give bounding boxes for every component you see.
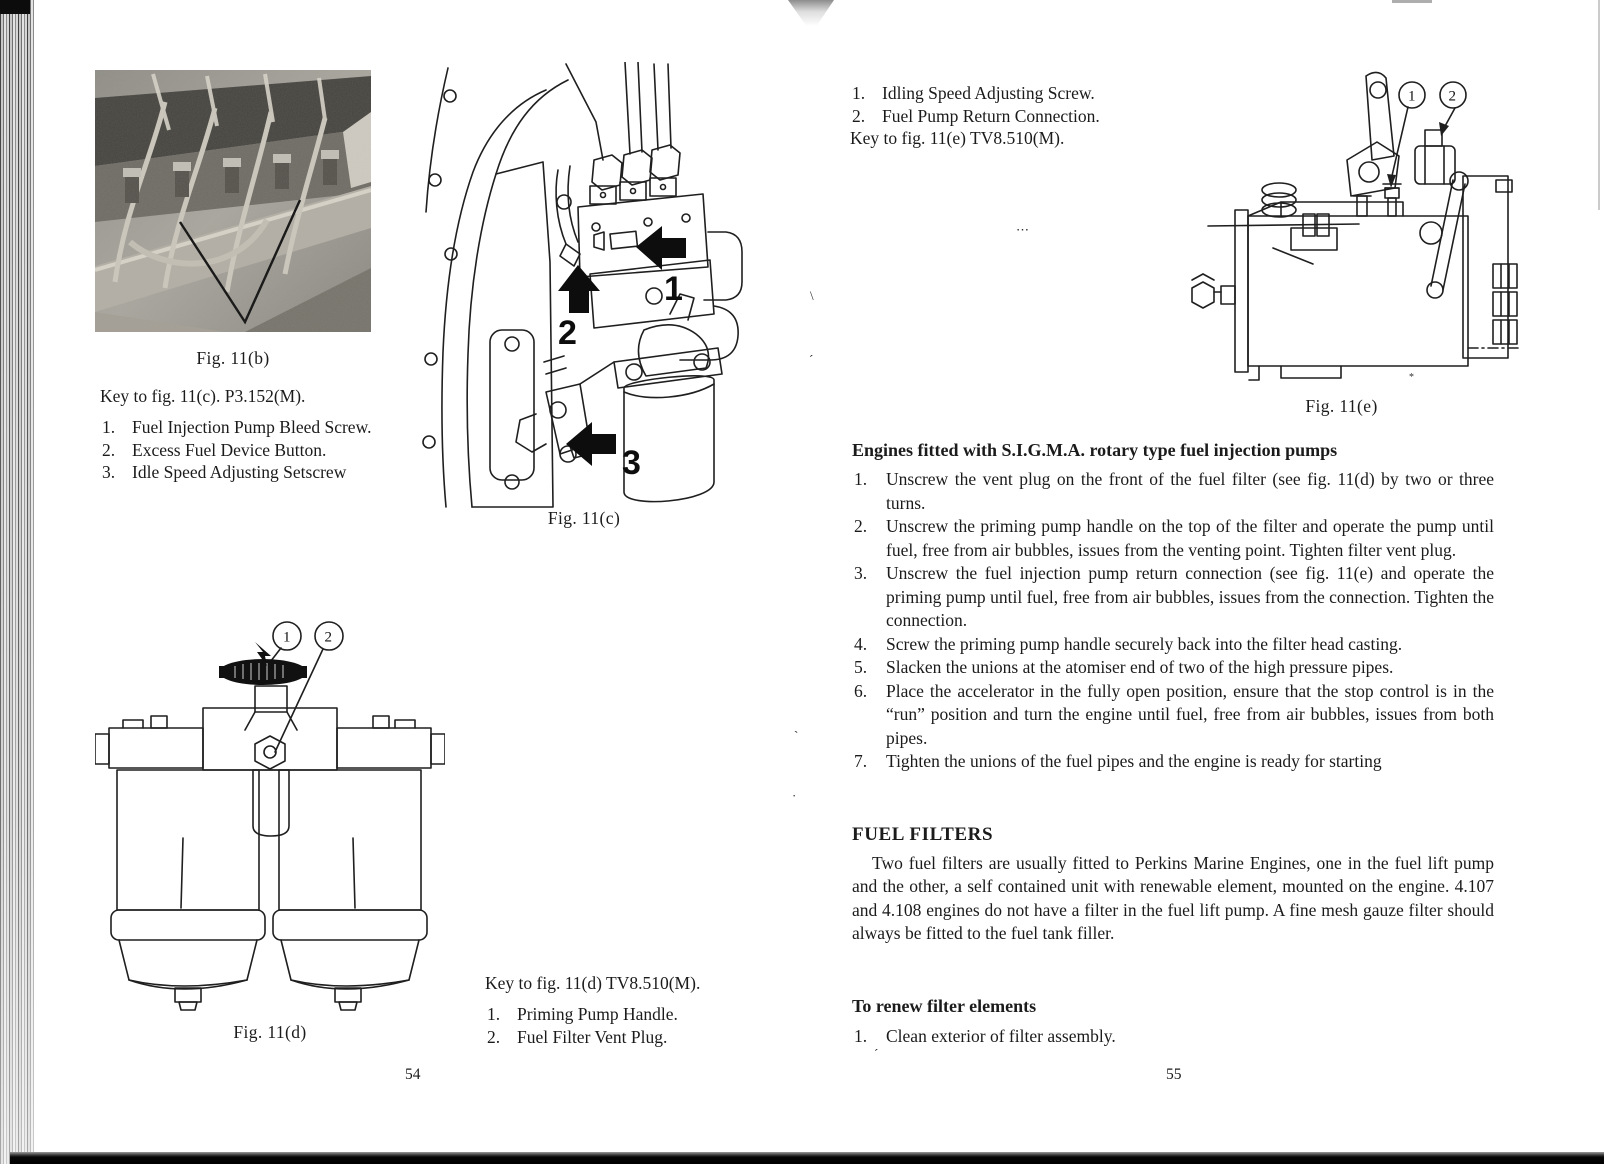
renew-steps-list: 1. Clean exterior of filter assembly. bbox=[852, 1025, 1494, 1049]
fuel-filters-paragraph: Two fuel filters are usually fitted to P… bbox=[852, 853, 1494, 943]
key-11e-title: Key to fig. 11(e) TV8.510(M). bbox=[850, 128, 1065, 148]
figure-11e-drawing: 1 2 * bbox=[1163, 68, 1520, 386]
procedure-step: 1. Clean exterior of filter assembly. bbox=[854, 1026, 1116, 1046]
scan-top-mark bbox=[1392, 0, 1432, 3]
key-item: 2. Excess Fuel Device Button. bbox=[102, 439, 327, 460]
procedure-step: 6. Place the accelerator in the fully op… bbox=[854, 680, 1494, 748]
key-to-fig-11d: Key to fig. 11(d) TV8.510(M). 1. Priming… bbox=[485, 973, 785, 1049]
procedure-step: 5. Slacken the unions at the atomiser en… bbox=[854, 657, 1394, 677]
key-item: 1. Fuel Injection Pump Bleed Screw. bbox=[102, 417, 372, 437]
scan-binding-edge bbox=[0, 0, 34, 1164]
priming-plug bbox=[1261, 182, 1297, 218]
figure-11e-caption: Fig. 11(e) bbox=[1305, 396, 1378, 416]
delivery-ports bbox=[1492, 263, 1518, 345]
renew-elements-heading: To renew filter elements bbox=[852, 996, 1037, 1016]
arrow-1 bbox=[636, 226, 686, 270]
scan-bottom-shadow bbox=[10, 1152, 1604, 1164]
scan-speck: ´ bbox=[809, 352, 814, 367]
procedure-step: 1. Unscrew the vent plug on the front of… bbox=[854, 469, 1494, 513]
excess-fuel-button bbox=[559, 243, 581, 267]
callout-1: 1 bbox=[283, 630, 291, 646]
arrow-2 bbox=[558, 265, 600, 313]
scan-corner-mark bbox=[0, 0, 30, 14]
figure-11c-drawing: 1 2 3 bbox=[418, 62, 750, 509]
sigma-steps-list: 1. Unscrew the vent plug on the front of… bbox=[852, 468, 1494, 774]
key-item: 1. Priming Pump Handle. bbox=[487, 1004, 678, 1024]
procedure-step: 4. Screw the priming pump handle securel… bbox=[854, 633, 1403, 654]
key-11d-title: Key to fig. 11(d) TV8.510(M). bbox=[485, 973, 701, 993]
scan-right-edge-mark bbox=[1598, 0, 1600, 210]
scan-speck: * bbox=[1409, 372, 1414, 383]
key-11e-list: 1. Idling Speed Adjusting Screw. 2. Fuel… bbox=[850, 82, 1180, 127]
page-number-left: 54 bbox=[405, 1066, 421, 1083]
figure-11b-caption: Fig. 11(b) bbox=[196, 348, 270, 368]
scan-speck: ⋯ bbox=[1016, 222, 1029, 237]
callout-2: 2 bbox=[325, 630, 333, 646]
key-11c-list: 1. Fuel Injection Pump Bleed Screw. 2. E… bbox=[100, 416, 410, 484]
key-item: 3. Idle Speed Adjusting Setscrew bbox=[102, 462, 347, 482]
idling-speed-screw bbox=[1382, 183, 1402, 217]
scan-speck: ` bbox=[794, 728, 799, 743]
key-item: 1. Idling Speed Adjusting Screw. bbox=[852, 83, 1095, 103]
engine-photo-image bbox=[95, 70, 371, 332]
arrow-3-label: 3 bbox=[622, 444, 641, 482]
callout-1: 1 bbox=[1408, 89, 1416, 105]
procedure-step: 3. Unscrew the fuel injection pump retur… bbox=[854, 563, 1494, 630]
figure-11d-drawing: 1 2 bbox=[95, 608, 445, 1020]
priming-pump-handle bbox=[219, 642, 307, 685]
fuel-pump-return-connection bbox=[1414, 129, 1456, 185]
key-item: 2. Fuel Pump Return Connection. bbox=[852, 105, 1100, 126]
page-number-right: 55 bbox=[1166, 1066, 1182, 1083]
scan-top-smudge bbox=[788, 0, 834, 26]
fuel-filter-vent-plug bbox=[254, 735, 286, 770]
figure-11c-caption: Fig. 11(c) bbox=[547, 508, 621, 528]
arrow-2-label: 2 bbox=[558, 314, 577, 352]
arrow-1-label: 1 bbox=[664, 270, 683, 308]
sigma-section-heading: Engines fitted with S.I.G.M.A. rotary ty… bbox=[852, 440, 1338, 460]
key-to-fig-11e: 1. Idling Speed Adjusting Screw. 2. Fuel… bbox=[850, 82, 1180, 149]
key-11c-title: Key to fig. 11(c). P3.152(M). bbox=[100, 386, 306, 406]
key-to-fig-11c: Key to fig. 11(c). P3.152(M). 1. Fuel In… bbox=[100, 386, 410, 484]
figure-11d-caption: Fig. 11(d) bbox=[233, 1022, 307, 1042]
arrow-3 bbox=[566, 422, 616, 466]
key-item: 2. Fuel Filter Vent Plug. bbox=[487, 1027, 668, 1047]
scan-speck: ´ bbox=[874, 1046, 879, 1061]
procedure-step: 7. Tighten the unions of the fuel pipes … bbox=[854, 751, 1382, 771]
figure-11b-photo bbox=[95, 70, 371, 332]
fuel-filters-heading: FUEL FILTERS bbox=[852, 824, 994, 845]
pipe-union-nuts bbox=[591, 144, 681, 191]
scan-speck: \ bbox=[810, 288, 814, 303]
procedure-step: 2. Unscrew the priming pump handle on th… bbox=[854, 516, 1494, 560]
key-11d-list: 1. Priming Pump Handle. 2. Fuel Filter V… bbox=[485, 1003, 785, 1049]
scan-speck: · bbox=[792, 788, 797, 803]
bleed-screw bbox=[593, 230, 639, 251]
callout-2: 2 bbox=[1449, 89, 1457, 105]
